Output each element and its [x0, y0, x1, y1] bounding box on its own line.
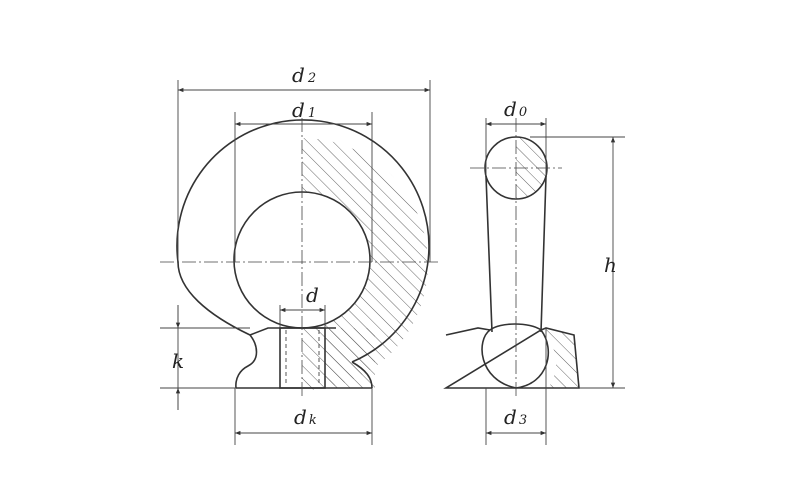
side-view	[443, 118, 580, 398]
front-view	[160, 118, 440, 398]
left-lug-outline	[235, 334, 258, 389]
label-k: k	[172, 349, 184, 373]
side-base-hatch	[546, 328, 579, 388]
label-d: d	[306, 283, 319, 307]
side-base-outline	[443, 327, 580, 389]
side-body-outline	[485, 175, 547, 333]
dimension-lines	[160, 80, 625, 445]
label-h: h	[604, 253, 617, 277]
front-section-hatch	[302, 138, 428, 390]
threaded-hole	[279, 327, 326, 389]
front-shank-hatch	[325, 328, 375, 388]
side-bottom-circle	[481, 323, 550, 389]
